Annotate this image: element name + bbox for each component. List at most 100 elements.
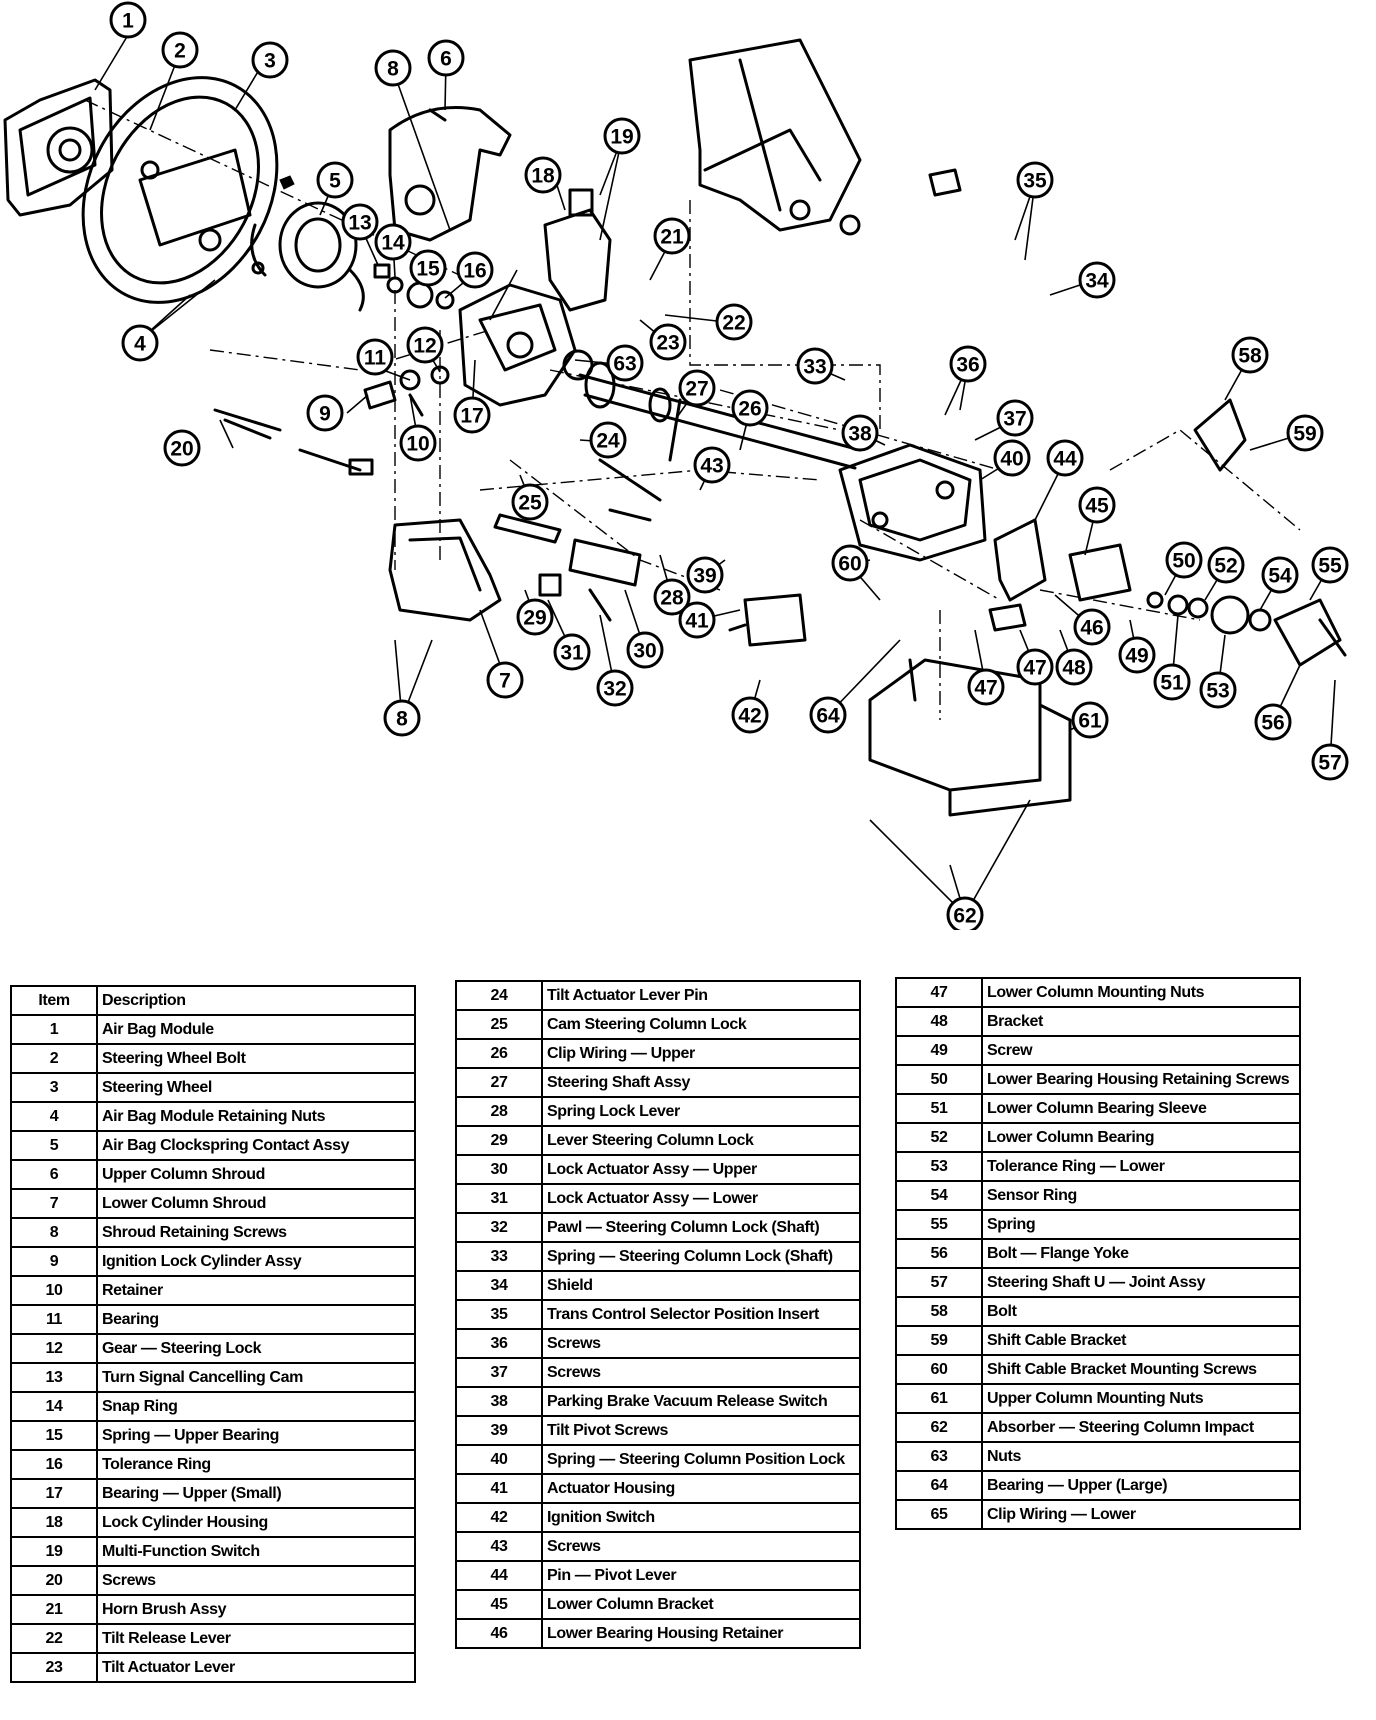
- callout-label: 30: [633, 640, 656, 663]
- callout-label: 11: [364, 347, 387, 370]
- callout-label: 29: [523, 607, 546, 630]
- item-number: 36: [455, 1328, 543, 1359]
- callout-label: 42: [738, 705, 761, 728]
- item-description: Shift Cable Bracket: [981, 1325, 1301, 1356]
- item-number: 6: [10, 1159, 98, 1190]
- item-description: Retainer: [96, 1275, 416, 1306]
- item-number: 23: [10, 1652, 98, 1683]
- item-description: Air Bag Clockspring Contact Assy: [96, 1130, 416, 1161]
- item-number: 59: [895, 1325, 983, 1356]
- item-number: 19: [10, 1536, 98, 1567]
- callout-42: 42: [731, 696, 769, 734]
- item-description: Shift Cable Bracket Mounting Screws: [981, 1354, 1301, 1385]
- callout-54: 54: [1261, 556, 1299, 594]
- small-parts-upper: [363, 263, 455, 417]
- item-number: 22: [10, 1623, 98, 1654]
- item-description: Steering Wheel Bolt: [96, 1043, 416, 1074]
- clockspring-part: [250, 201, 365, 312]
- item-description: Tilt Actuator Lever Pin: [541, 980, 861, 1011]
- callout-label: 9: [319, 403, 331, 426]
- item-number: 33: [455, 1241, 543, 1272]
- callout-label: 1: [122, 10, 134, 33]
- item-description: Parking Brake Vacuum Release Switch: [541, 1386, 861, 1417]
- item-number: 10: [10, 1275, 98, 1306]
- callout-47: 47: [967, 668, 1005, 706]
- item-number: 65: [895, 1499, 983, 1530]
- callout-label: 41: [685, 610, 709, 633]
- actuator-housing-part: [838, 443, 987, 562]
- callout-47: 47: [1016, 648, 1054, 686]
- item-description: Screws: [541, 1328, 861, 1359]
- callout-34: 34: [1078, 261, 1116, 299]
- item-number: 37: [455, 1357, 543, 1388]
- callout-label: 8: [396, 708, 408, 731]
- item-number: 1: [10, 1014, 98, 1045]
- item-number: 17: [10, 1478, 98, 1509]
- item-number: 9: [10, 1246, 98, 1277]
- callout-40: 40: [993, 439, 1031, 477]
- item-number: 34: [455, 1270, 543, 1301]
- item-description: Tolerance Ring — Lower: [981, 1151, 1301, 1182]
- steering-wheel-part: [81, 76, 295, 304]
- item-number: 8: [10, 1217, 98, 1248]
- item-number: 47: [895, 977, 983, 1008]
- callout-8: 8: [383, 699, 421, 737]
- callout-62: 62: [946, 896, 984, 930]
- item-description: Tilt Pivot Screws: [541, 1415, 861, 1446]
- callout-52: 52: [1207, 546, 1245, 584]
- item-number: 55: [895, 1209, 983, 1240]
- callout-21: 21: [653, 217, 691, 255]
- callout-label: 47: [1023, 657, 1046, 680]
- callout-label: 33: [803, 356, 826, 379]
- callout-label: 14: [381, 232, 405, 255]
- item-number: 54: [895, 1180, 983, 1211]
- item-description: Tilt Release Lever: [96, 1623, 416, 1654]
- item-number: 52: [895, 1122, 983, 1153]
- callout-label: 16: [463, 260, 486, 283]
- callout-17: 17: [453, 396, 491, 434]
- item-number: 25: [455, 1009, 543, 1040]
- callout-14: 14: [374, 223, 412, 261]
- callout-label: 51: [1160, 672, 1184, 695]
- item-description: Clip Wiring — Upper: [541, 1038, 861, 1069]
- item-description: Multi-Function Switch: [96, 1536, 416, 1567]
- item-description: Bearing: [96, 1304, 416, 1335]
- callout-label: 38: [848, 423, 872, 446]
- item-description: Clip Wiring — Lower: [981, 1499, 1301, 1530]
- item-number: 12: [10, 1333, 98, 1364]
- callout-label: 25: [518, 492, 542, 515]
- item-description: Lever Steering Column Lock: [541, 1125, 861, 1156]
- callout-label: 43: [700, 455, 723, 478]
- item-description: Bolt — Flange Yoke: [981, 1238, 1301, 1269]
- callout-25: 25: [511, 483, 549, 521]
- callout-label: 54: [1268, 565, 1292, 588]
- item-number: 64: [895, 1470, 983, 1501]
